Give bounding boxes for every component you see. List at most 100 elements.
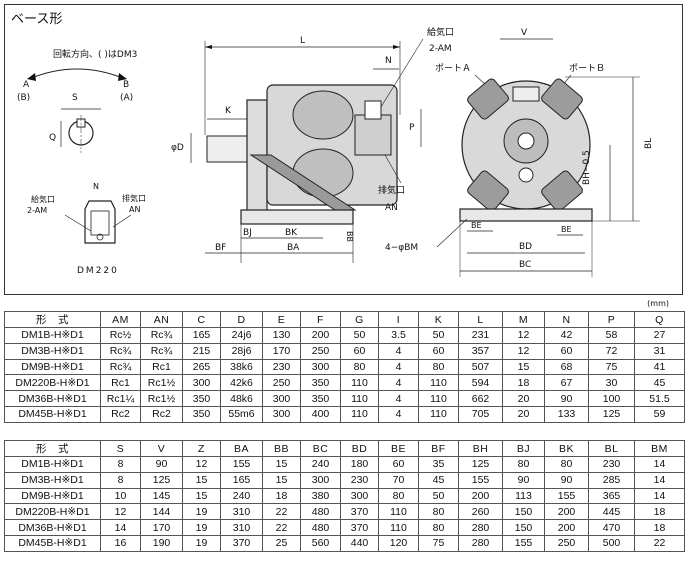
base-rib xyxy=(249,154,357,211)
value-cell: 155 xyxy=(220,456,263,473)
value-cell: 155 xyxy=(502,534,545,552)
value-cell: 4 xyxy=(378,390,419,407)
column-header: M xyxy=(502,311,545,328)
value-cell: 55m6 xyxy=(220,405,263,423)
value-cell: 31 xyxy=(634,342,685,360)
value-cell: 145 xyxy=(140,487,183,505)
value-cell: 14 xyxy=(100,519,141,536)
small-intake-leader xyxy=(64,214,92,232)
value-cell: 80 xyxy=(378,487,419,505)
value-cell: 80 xyxy=(418,519,459,536)
value-cell: 250 xyxy=(300,342,341,360)
column-header: C xyxy=(182,311,221,328)
value-cell: Rc2 xyxy=(140,405,183,423)
value-cell: 380 xyxy=(300,487,341,505)
column-header: AM xyxy=(100,311,141,328)
value-cell: 75 xyxy=(588,358,635,376)
value-cell: 60 xyxy=(418,342,459,360)
column-header: E xyxy=(262,311,301,328)
value-cell: 28j6 xyxy=(220,342,263,360)
value-cell: 180 xyxy=(340,456,379,473)
value-cell: 58 xyxy=(588,327,635,344)
value-cell: 20 xyxy=(502,390,545,407)
small-n-label: N xyxy=(93,182,99,191)
value-cell: 170 xyxy=(140,519,183,536)
value-cell: 15 xyxy=(182,471,221,489)
dir-b-paren-label: (B) xyxy=(17,93,30,103)
column-header: V xyxy=(140,440,183,457)
intake-port xyxy=(364,100,382,120)
intake-leader xyxy=(380,38,424,108)
value-cell: 500 xyxy=(588,534,635,552)
model-cell: DM45B-H※D1 xyxy=(4,405,101,423)
v-label: V xyxy=(521,28,528,38)
value-cell: 662 xyxy=(458,390,503,407)
value-cell: 15 xyxy=(262,456,301,473)
value-cell: 445 xyxy=(588,503,635,521)
value-cell: 20 xyxy=(502,405,545,423)
column-header: Z xyxy=(182,440,221,457)
column-header: F xyxy=(300,311,341,328)
value-cell: 125 xyxy=(588,405,635,423)
value-cell: 50 xyxy=(340,327,379,344)
value-cell: 8 xyxy=(100,456,141,473)
dir-a-label: A xyxy=(23,80,30,90)
small-intake-label: 給気口 xyxy=(31,194,55,204)
exhaust-label: 排気口 xyxy=(378,184,405,196)
value-cell: 280 xyxy=(458,534,503,552)
value-cell: 370 xyxy=(220,534,263,552)
l-arrow-left-icon xyxy=(205,45,212,49)
front-top-port xyxy=(512,86,540,102)
shaft-s-label: S xyxy=(72,93,78,103)
value-cell: 265 xyxy=(182,358,221,376)
column-header: BA xyxy=(220,440,263,457)
column-header: K xyxy=(418,311,459,328)
value-cell: 150 xyxy=(502,519,545,536)
small-exhaust-label: 排気口 xyxy=(122,193,146,203)
value-cell: 310 xyxy=(220,503,263,521)
value-cell: 150 xyxy=(502,503,545,521)
bf-label: BF xyxy=(215,243,226,253)
dm220-port xyxy=(90,210,110,236)
value-cell: 594 xyxy=(458,374,503,392)
value-cell: 285 xyxy=(588,471,635,489)
value-cell: 480 xyxy=(300,503,341,521)
value-cell: 110 xyxy=(378,519,419,536)
value-cell: 48k6 xyxy=(220,390,263,407)
value-cell: 200 xyxy=(544,519,589,536)
value-cell: 357 xyxy=(458,342,503,360)
arrow-left-icon xyxy=(27,73,36,81)
base-plate-side xyxy=(240,209,354,225)
bj-label: BJ xyxy=(243,228,252,238)
value-cell: 155 xyxy=(544,487,589,505)
value-cell: 16 xyxy=(100,534,141,552)
motor-shaft xyxy=(206,135,248,163)
column-header: BC xyxy=(300,440,341,457)
column-header: AN xyxy=(140,311,183,328)
model-cell: DM1B-H※D1 xyxy=(4,327,101,344)
value-cell: 25 xyxy=(262,534,301,552)
value-cell: 60 xyxy=(378,456,419,473)
value-cell: 45 xyxy=(418,471,459,489)
value-cell: Rc¾ xyxy=(140,327,183,344)
column-header: N xyxy=(544,311,589,328)
k-label: K xyxy=(225,106,232,116)
value-cell: 19 xyxy=(182,503,221,521)
value-cell: 90 xyxy=(502,471,545,489)
phid-label: φD xyxy=(171,143,184,153)
value-cell: 300 xyxy=(262,405,301,423)
value-cell: 72 xyxy=(588,342,635,360)
value-cell: 250 xyxy=(544,534,589,552)
value-cell: 59 xyxy=(634,405,685,423)
dm220-label: DM220 xyxy=(77,266,119,276)
value-cell: 200 xyxy=(300,327,341,344)
value-cell: 120 xyxy=(378,534,419,552)
value-cell: 38k6 xyxy=(220,358,263,376)
value-cell: 50 xyxy=(418,487,459,505)
value-cell: Rc1½ xyxy=(140,374,183,392)
model-cell: DM220B-H※D1 xyxy=(4,374,101,392)
value-cell: 300 xyxy=(300,358,341,376)
pump-cover-upper xyxy=(292,90,354,140)
